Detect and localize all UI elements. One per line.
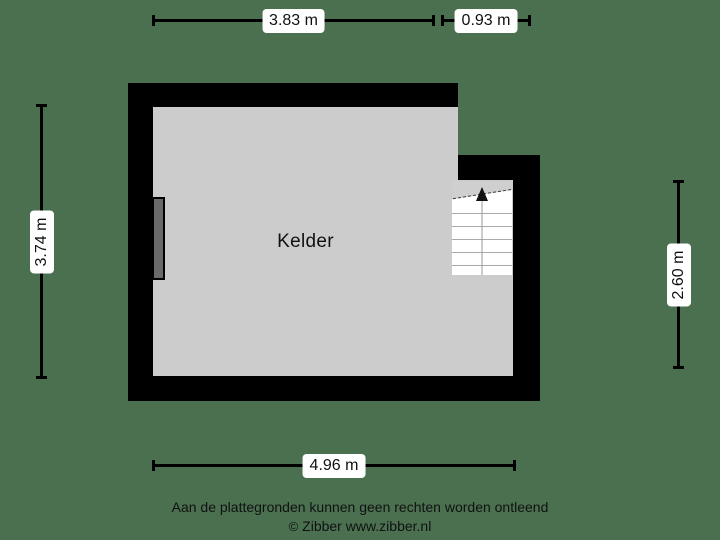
dimension-cap-start [152, 15, 155, 26]
up-arrow-icon [476, 187, 488, 201]
dimension-top-left: 3.83 m [152, 8, 435, 33]
dimension-cap-start [36, 104, 47, 107]
dimension-right: 2.60 m [666, 180, 691, 369]
dimension-cap-end [36, 376, 47, 379]
footer-disclaimer: Aan de plattegronden kunnen geen rechten… [171, 499, 549, 515]
copyright-icon: © [288, 519, 299, 534]
dimension-left: 3.74 m [29, 104, 54, 379]
dimension-label-bottom: 4.96 m [302, 453, 366, 478]
dimension-cap-start [152, 460, 155, 471]
room-label-kelder: Kelder [277, 231, 334, 252]
dimension-cap-end [432, 15, 435, 26]
window-left-wall [152, 197, 165, 280]
dimension-label-top-left: 3.83 m [262, 8, 325, 33]
dimension-cap-end [528, 15, 531, 26]
dimension-bottom: 4.96 m [152, 453, 516, 478]
floor-area-main [153, 107, 458, 376]
dimension-label-top-right: 0.93 m [454, 8, 518, 33]
dimension-cap-start [441, 15, 444, 26]
dimension-cap-end [513, 460, 516, 471]
footer: Aan de plattegronden kunnen geen rechten… [0, 498, 720, 536]
dimension-cap-end [673, 366, 684, 369]
staircase [452, 181, 512, 275]
footer-copyright-text: Zibber www.zibber.nl [302, 518, 432, 534]
footer-copyright: © Zibber www.zibber.nl [0, 517, 720, 536]
dimension-label-right: 2.60 m [666, 243, 691, 306]
dimension-top-right: 0.93 m [441, 8, 531, 33]
stair-center-line [481, 191, 483, 275]
dimension-label-left: 3.74 m [29, 210, 54, 273]
dimension-cap-start [673, 180, 684, 183]
